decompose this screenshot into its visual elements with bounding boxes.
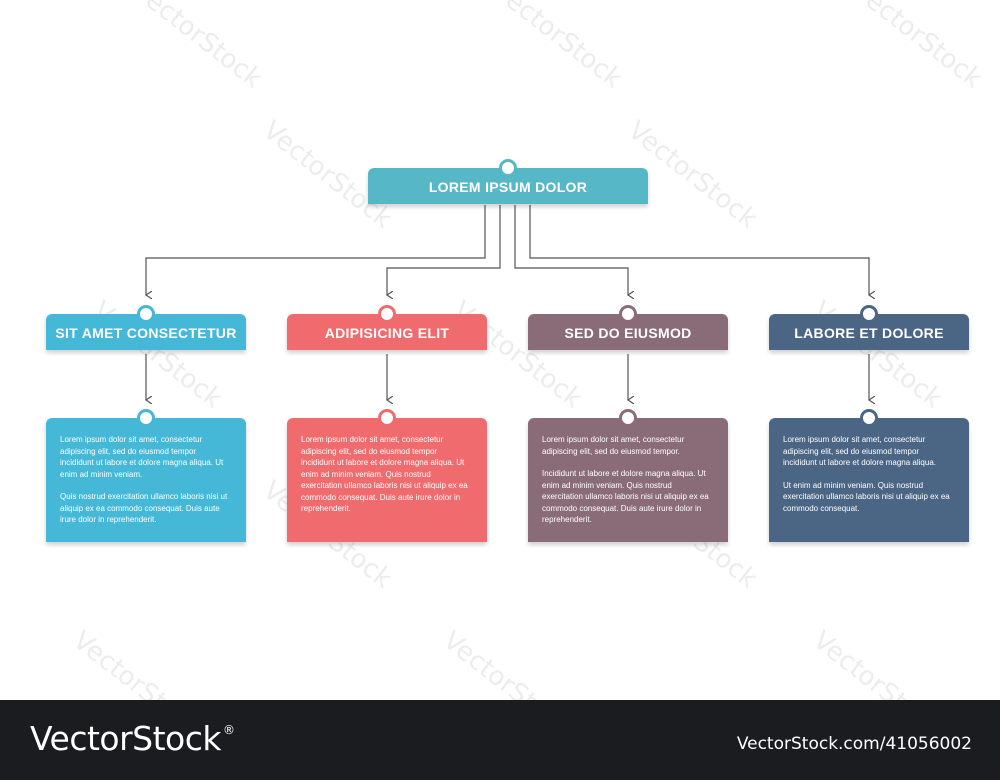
connector-ring [137,305,155,323]
column-4-title: LABORE ET DOLORE [794,325,944,341]
connector-ring [378,305,396,323]
connector-root-col2 [387,205,501,295]
column-4-paragraph: Ut enim ad minim veniam. Quis nostrud ex… [783,480,950,513]
column-4-body: Lorem ipsum dolor sit amet, consectetur … [769,409,969,542]
connector-root-col4 [529,205,869,295]
column-1-header: SIT AMET CONSECTETUR [46,305,246,350]
brand-name: VectorStock [30,719,222,758]
connector-lines [0,205,1000,700]
connector-ring [860,409,878,427]
connector-ring [619,305,637,323]
column-2-paragraph: Lorem ipsum dolor sit amet, consectetur … [301,435,468,513]
column-1-body: Lorem ipsum dolor sit amet, consectetur … [46,409,246,542]
connector-ring [619,409,637,427]
column-2-body: Lorem ipsum dolor sit amet, consectetur … [287,409,487,542]
column-4-paragraph: Lorem ipsum dolor sit amet, consectetur … [783,435,936,467]
footer-bar: VectorStock® VectorStock.com/41056002 [0,700,1000,780]
registered-mark: ® [223,723,235,737]
connector-ring [499,159,517,177]
root-node: LOREM IPSUM DOLOR [368,159,648,204]
brand-logo: VectorStock® [30,719,235,758]
column-3-title: SED DO EIUSMOD [564,325,692,341]
column-1-title: SIT AMET CONSECTETUR [55,325,237,341]
connector-ring [378,409,396,427]
column-3-body: Lorem ipsum dolor sit amet, consectetur … [528,409,728,542]
column-3-paragraph: Incididunt ut labore et dolore magna ali… [542,469,709,524]
column-2-title: ADIPISICING ELIT [324,325,450,341]
column-4-header: LABORE ET DOLORE [769,305,969,350]
image-id: VectorStock.com/41056002 [736,734,972,754]
connector-ring [860,305,878,323]
column-1-paragraph: Lorem ipsum dolor sit amet, consectetur … [60,435,224,479]
connector-ring [137,409,155,427]
column-3-header: SED DO EIUSMOD [528,305,728,350]
column-1-paragraph: Quis nostrud exercitation ullamco labori… [60,492,228,524]
diagram-canvas: VectorStock VectorStock VectorStock Vect… [0,0,1000,744]
connector-root-col3 [514,205,628,295]
column-2-header: ADIPISICING ELIT [287,305,487,350]
column-3-paragraph: Lorem ipsum dolor sit amet, consectetur … [542,435,685,456]
connector-root-col1 [146,205,486,295]
root-label: LOREM IPSUM DOLOR [428,179,588,195]
